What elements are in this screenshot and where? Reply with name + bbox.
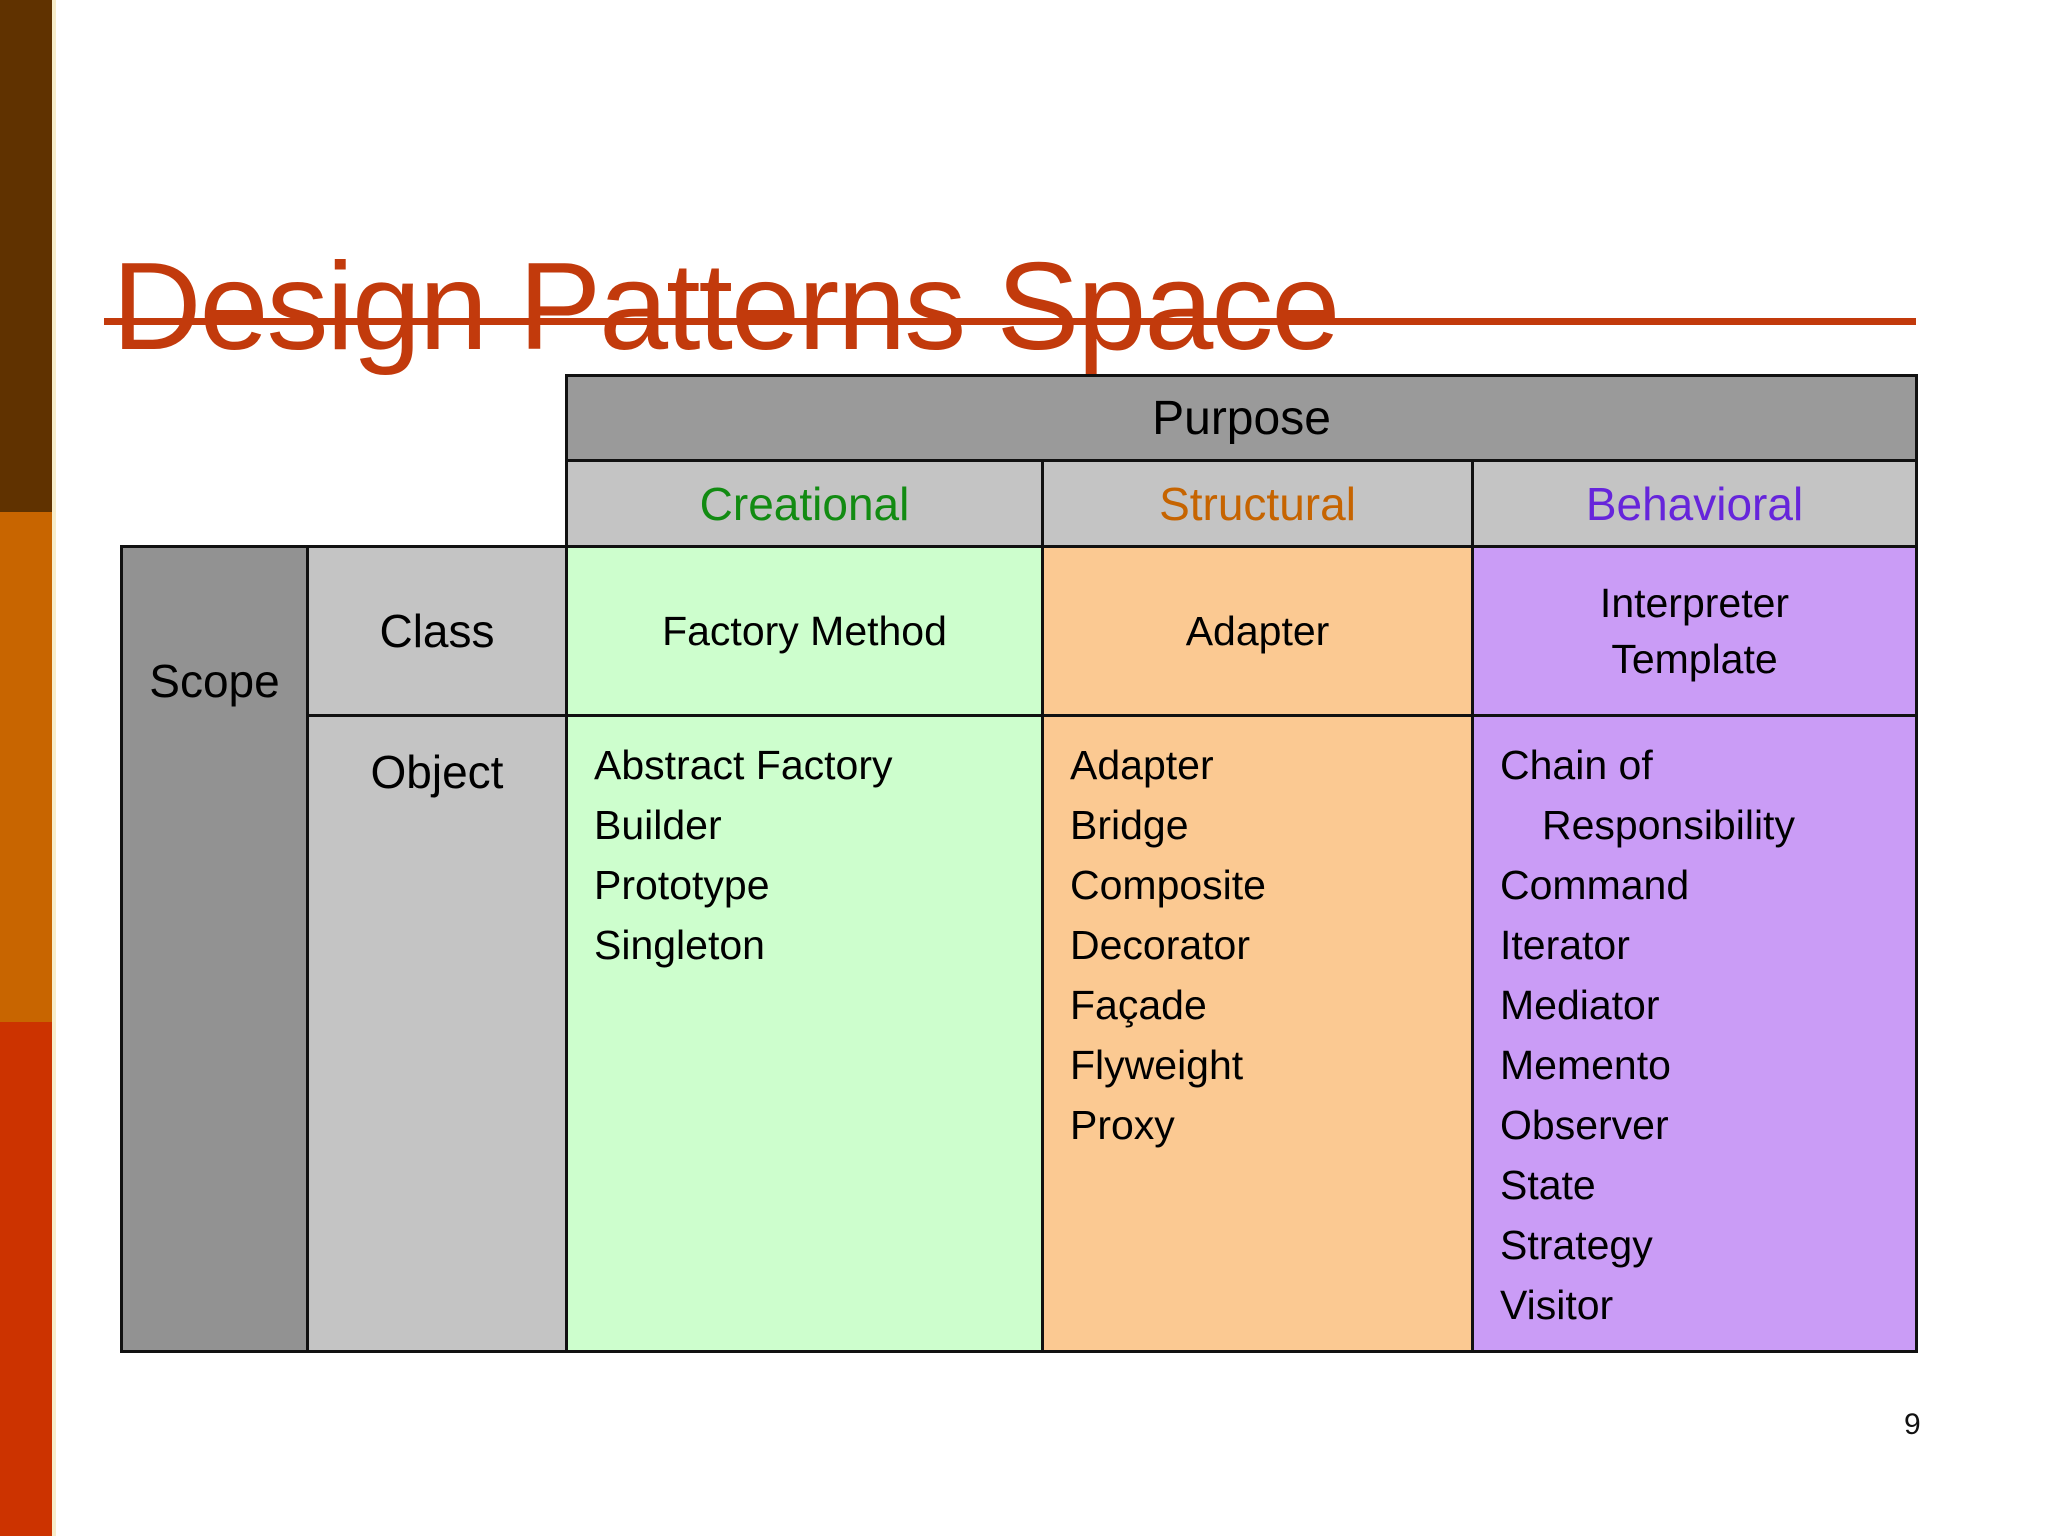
pattern-item: Factory Method [662, 607, 947, 654]
pattern-item: Decorator [1070, 922, 1251, 968]
pattern-item: Prototype [594, 862, 770, 908]
pattern-item: Visitor [1500, 1282, 1614, 1328]
structural-label: Structural [1159, 477, 1356, 530]
cell-class-behavioral: Interpreter Template [1471, 545, 1918, 717]
pattern-item: Command [1500, 862, 1690, 908]
cell-class-structural: Adapter [1041, 545, 1474, 717]
cell-object-behavioral: Chain of Responsibility Command Iterator… [1471, 714, 1918, 1353]
pattern-item: Proxy [1070, 1102, 1175, 1148]
row-header-class: Class [306, 545, 568, 717]
accent-bar-orange [0, 512, 52, 1022]
pattern-item: Bridge [1070, 802, 1189, 848]
pattern-item: Chain of [1500, 742, 1653, 788]
purpose-header-label: Purpose [1152, 391, 1331, 445]
pattern-item: Memento [1500, 1042, 1671, 1088]
class-label: Class [379, 605, 495, 657]
pattern-item: Interpreter [1599, 580, 1790, 626]
scope-header-cell: Scope [120, 545, 309, 1353]
pattern-item: Strategy [1500, 1222, 1653, 1268]
column-header-creational: Creational [565, 459, 1044, 548]
title-underline [104, 318, 1916, 325]
pattern-item: Observer [1500, 1102, 1669, 1148]
pattern-item: Mediator [1500, 982, 1660, 1028]
pattern-item: Builder [594, 802, 722, 848]
pattern-item: Iterator [1500, 922, 1630, 968]
accent-bar-divider [52, 0, 56, 1536]
page-number: 9 [1904, 1408, 1921, 1441]
row-header-object: Object [306, 714, 568, 1353]
pattern-item: Composite [1070, 862, 1266, 908]
pattern-item-continuation: Responsibility [1542, 802, 1795, 848]
page-title: Design Patterns Space [112, 238, 1340, 377]
pattern-item: Singleton [594, 922, 765, 968]
cell-object-creational: Abstract Factory Builder Prototype Singl… [565, 714, 1044, 1353]
pattern-item: Template [1611, 636, 1778, 682]
pattern-item: Adapter [1070, 742, 1214, 788]
behavioral-label: Behavioral [1585, 477, 1804, 530]
purpose-header-cell: Purpose [565, 374, 1918, 462]
column-header-behavioral: Behavioral [1471, 459, 1918, 548]
pattern-item: State [1500, 1162, 1596, 1208]
pattern-item: Façade [1070, 982, 1207, 1028]
cell-object-structural: Adapter Bridge Composite Decorator Façad… [1041, 714, 1474, 1353]
column-header-structural: Structural [1041, 459, 1474, 548]
scope-label: Scope [149, 655, 280, 707]
object-label: Object [370, 746, 504, 798]
cell-class-creational: Factory Method [565, 545, 1044, 717]
pattern-item: Flyweight [1070, 1042, 1244, 1088]
accent-bar-brown [0, 0, 52, 512]
accent-bar-red [0, 1022, 52, 1536]
pattern-item: Adapter [1185, 607, 1330, 654]
creational-label: Creational [699, 477, 910, 530]
pattern-item: Abstract Factory [594, 742, 893, 788]
